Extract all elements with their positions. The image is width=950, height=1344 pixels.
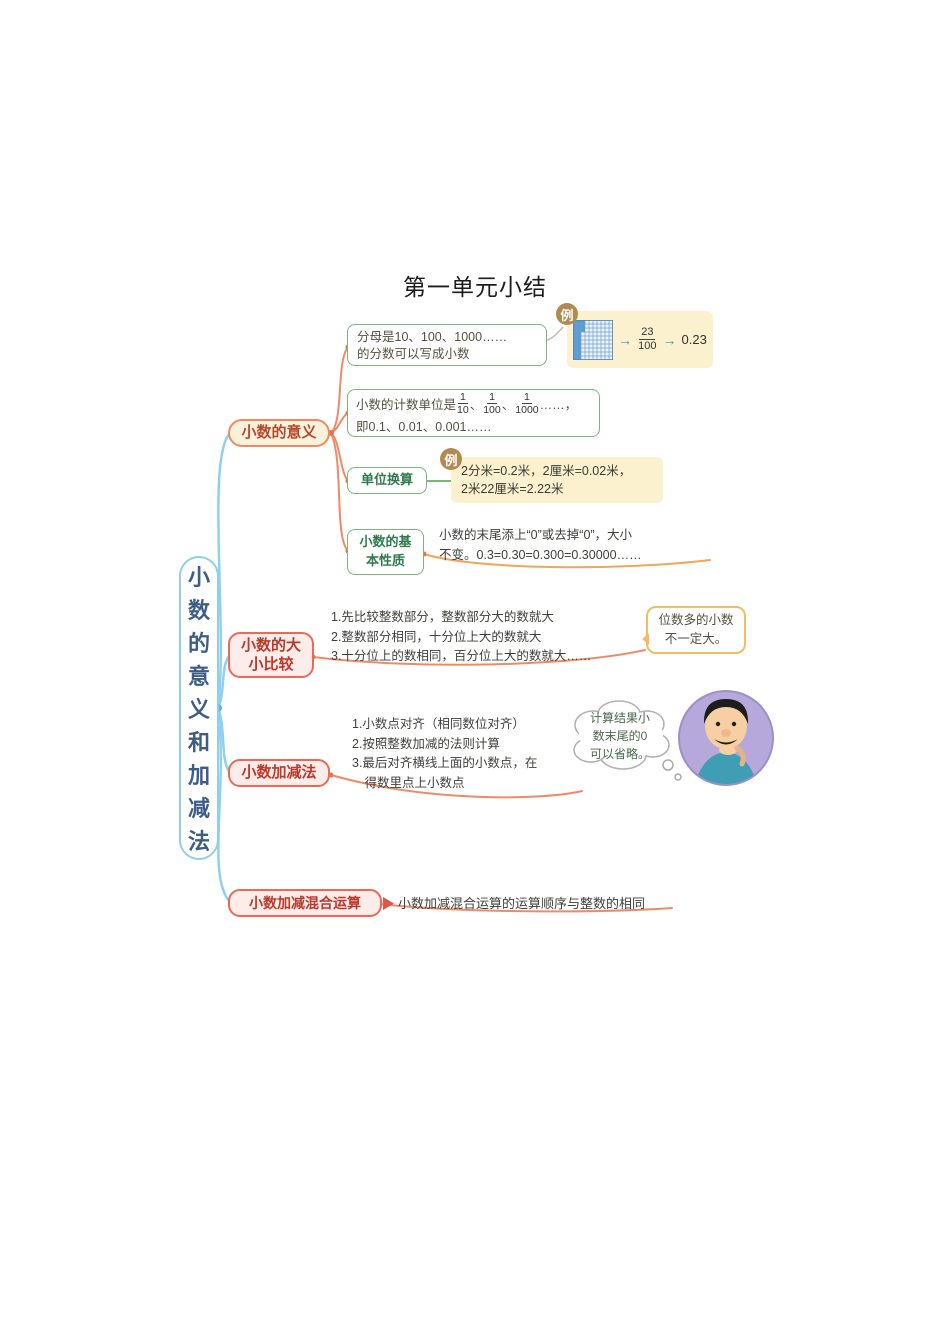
- counting-unit-suffix: ……，: [539, 398, 578, 412]
- mixed-operations-description: 小数加减混合运算的运算顺序与整数的相同: [398, 896, 646, 911]
- counting-unit-prefix: 小数的计数单位是: [356, 398, 457, 412]
- example-badge: 例: [440, 448, 462, 470]
- size-comparison-description: 1.先比较整数部分，整数部分大的数就大 2.整数部分相同，十分位上大的数就大 3…: [331, 610, 592, 663]
- example-unit-conversion-box: 2分米=0.2米，2厘米=0.02米， 2米22厘米=2.22米: [451, 457, 663, 503]
- decimal-result: 0.23: [681, 332, 707, 347]
- fraction-numerator: 23: [639, 326, 656, 340]
- branch-add-subtract: 小数加减法: [228, 759, 330, 787]
- thinking-man-illustration: [676, 688, 776, 788]
- page-title: 第一单元小结: [403, 275, 547, 300]
- counting-unit-line2: 即0.1、0.01、0.001……: [356, 420, 492, 435]
- note-unit-conversion: 单位换算: [347, 467, 427, 494]
- hundred-grid-illustration: [573, 319, 614, 360]
- separator: 、: [469, 398, 483, 412]
- add-subtract-description: 1.小数点对齐（相同数位对齐） 2.按照整数加减的法则计算 3.最后对齐横线上面…: [352, 717, 538, 790]
- arrow-right-icon: →: [662, 331, 677, 348]
- arrow-right-icon: →: [618, 331, 633, 348]
- note-basic-property: 小数的基 本性质: [347, 529, 424, 575]
- separator: 、: [501, 398, 515, 412]
- root-topic-box: 小数的意义和加减法: [179, 556, 219, 860]
- thought-cloud-shape: [573, 700, 670, 770]
- branch-mixed-operations: 小数加减混合运算: [228, 889, 382, 917]
- basic-property-description: 小数的末尾添上“0”或去掉“0”，大小 不变。0.3=0.30=0.300=0.…: [439, 528, 642, 562]
- thought-bubble: 计算结果小 数末尾的0 可以省略。: [563, 697, 677, 775]
- example-badge: 例: [556, 303, 578, 325]
- speech-bubble: 位数多的小数 不一定大。: [642, 606, 746, 654]
- branch-meaning-of-decimals: 小数的意义: [228, 419, 330, 447]
- fraction-denominator: 100: [638, 340, 657, 352]
- thought-bubble-text: 计算结果小 数末尾的0 可以省略。: [589, 711, 650, 761]
- branch-size-comparison: 小数的大 小比较: [228, 632, 314, 678]
- note-fraction-to-decimal: 分母是10、100、1000…… 的分数可以写成小数: [347, 324, 547, 366]
